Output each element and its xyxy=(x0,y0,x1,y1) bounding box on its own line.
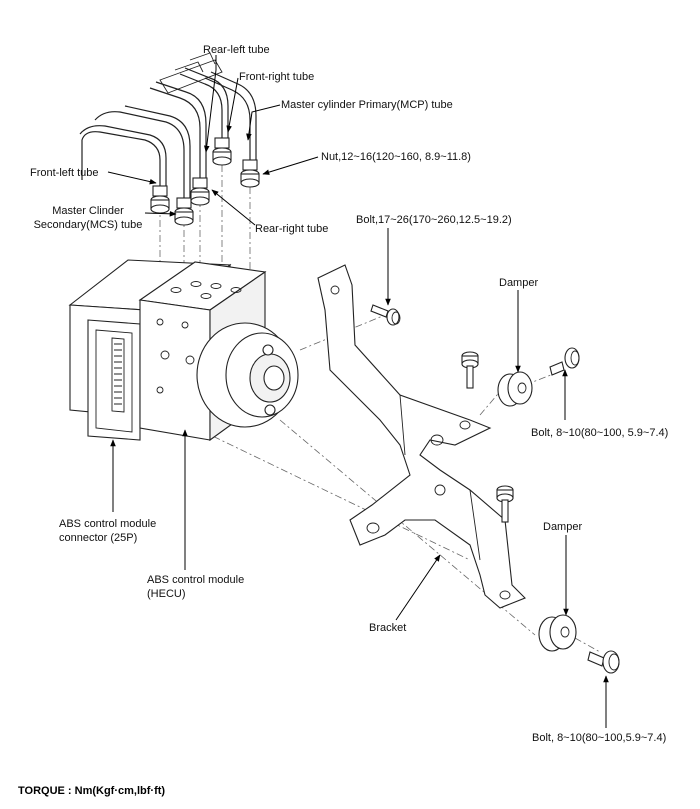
bracket xyxy=(317,264,526,609)
label-front-left-tube: Front-left tube xyxy=(30,167,98,179)
label-damper-lower: Damper xyxy=(543,521,582,533)
label-nut: Nut,12~16(120~160, 8.9~11.8) xyxy=(321,151,471,163)
leader-lines xyxy=(107,55,609,728)
tube-nut-mcp xyxy=(240,159,260,188)
label-module-line2: (HECU) xyxy=(147,588,186,600)
bolt-vertical-upper xyxy=(461,351,479,389)
damper-lower xyxy=(538,614,577,652)
tube-nut-front-right xyxy=(212,137,232,166)
tube-nut-mcs xyxy=(174,197,194,226)
label-rear-right-tube: Rear-right tube xyxy=(255,223,328,235)
label-bracket: Bracket xyxy=(369,622,406,634)
label-module-line1: ABS control module xyxy=(147,574,244,586)
bolt-upper-right xyxy=(549,347,580,376)
bolt-vertical-lower xyxy=(496,485,514,523)
torque-unit-note: TORQUE : Nm(Kgf·cm,lbf·ft) xyxy=(18,785,165,797)
label-mcp-tube: Master cylinder Primary(MCP) tube xyxy=(281,99,453,111)
abs-control-module xyxy=(68,259,299,442)
label-mcs-tube-line1: Master Clinder xyxy=(52,205,124,217)
label-connector-line2: connector (25P) xyxy=(59,532,137,544)
brake-tube-bundle xyxy=(79,52,257,200)
label-bolt-top: Bolt,17~26(170~260,12.5~19.2) xyxy=(356,214,512,226)
label-front-right-tube: Front-right tube xyxy=(239,71,314,83)
label-bolt-upper-right: Bolt, 8~10(80~100, 5.9~7.4) xyxy=(531,427,668,439)
bolt-lower-right xyxy=(587,650,620,674)
label-rear-left-tube: Rear-left tube xyxy=(203,44,270,56)
label-connector-line1: ABS control module xyxy=(59,518,156,530)
label-mcs-tube-line2: Secondary(MCS) tube xyxy=(34,219,143,231)
bolt-top xyxy=(370,304,401,326)
tube-nut-rear-right xyxy=(190,177,210,206)
label-damper-upper: Damper xyxy=(499,277,538,289)
tube-nut-front-left xyxy=(150,185,170,214)
damper-upper xyxy=(497,371,533,407)
label-bolt-lower-right: Bolt, 8~10(80~100,5.9~7.4) xyxy=(532,732,666,744)
